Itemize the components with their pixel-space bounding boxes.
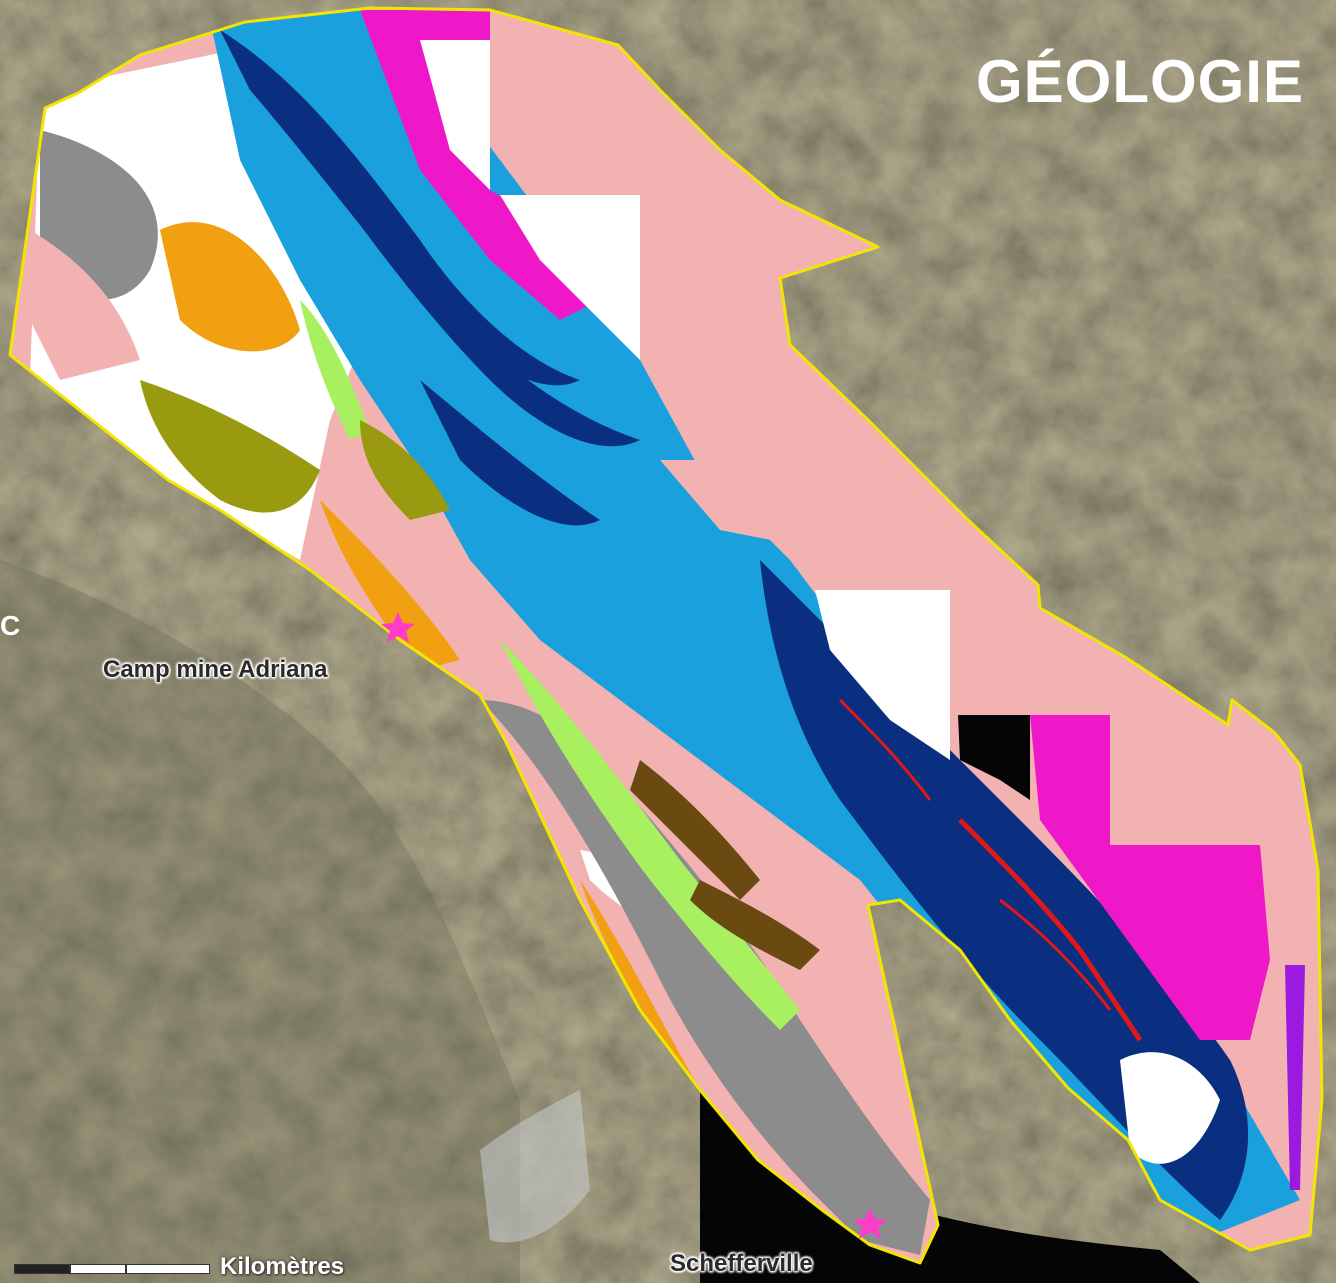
unit-brown-band-1 [630, 760, 760, 900]
unit-purple-east [1285, 965, 1305, 1190]
unit-black-block [958, 715, 1030, 800]
place-label-camp-mine-adriana[interactable]: Camp mine Adriana [103, 656, 328, 683]
unit-orange-west [160, 222, 300, 352]
unit-red-vein-3 [838, 698, 932, 801]
edge-label-fragment: C [0, 610, 21, 641]
unit-dark-blue-fold-1 [220, 30, 580, 386]
place-label-schefferville[interactable]: Schefferville [670, 1250, 813, 1277]
study-area-boundary [8, 6, 1324, 1265]
unit-brown-band-2 [690, 880, 820, 970]
unit-gray-south [480, 700, 930, 1255]
scale-bar-segment [70, 1264, 126, 1274]
unit-red-vein-1 [958, 818, 1143, 1042]
unit-pink-block [660, 460, 796, 545]
unit-white-block-2 [815, 590, 950, 760]
camp-marker-star-icon[interactable] [381, 612, 415, 643]
unit-white-block-1 [500, 195, 640, 360]
unit-lime-band-2 [300, 300, 370, 440]
town-marker-star-icon[interactable] [853, 1208, 887, 1239]
scale-bar: Kilomètres [14, 1253, 1336, 1280]
terrain-lighter-area [0, 560, 520, 1283]
snow-patch [480, 1090, 590, 1243]
unit-red-vein-2 [999, 898, 1112, 1011]
unit-pink-west [30, 230, 140, 380]
scale-bar-segment [14, 1264, 70, 1274]
map-title: GÉOLOGIE [975, 48, 1304, 115]
scale-bar-unit-label: Kilomètres [220, 1253, 345, 1280]
unit-lime-band-1 [500, 640, 800, 1030]
unit-olive-west [140, 380, 320, 513]
unit-dark-blue-fold-3 [420, 380, 600, 526]
lake-south [700, 1080, 1200, 1283]
unit-white-east [1120, 1052, 1220, 1164]
unit-magenta-east [1030, 715, 1270, 1040]
unit-dark-blue-east [760, 560, 1249, 1220]
unit-white-north [420, 40, 490, 190]
unit-olive-center [360, 420, 450, 520]
unit-gray-west [40, 130, 158, 300]
unit-orange-band-1 [320, 500, 460, 670]
scale-bar-segment [126, 1264, 210, 1274]
